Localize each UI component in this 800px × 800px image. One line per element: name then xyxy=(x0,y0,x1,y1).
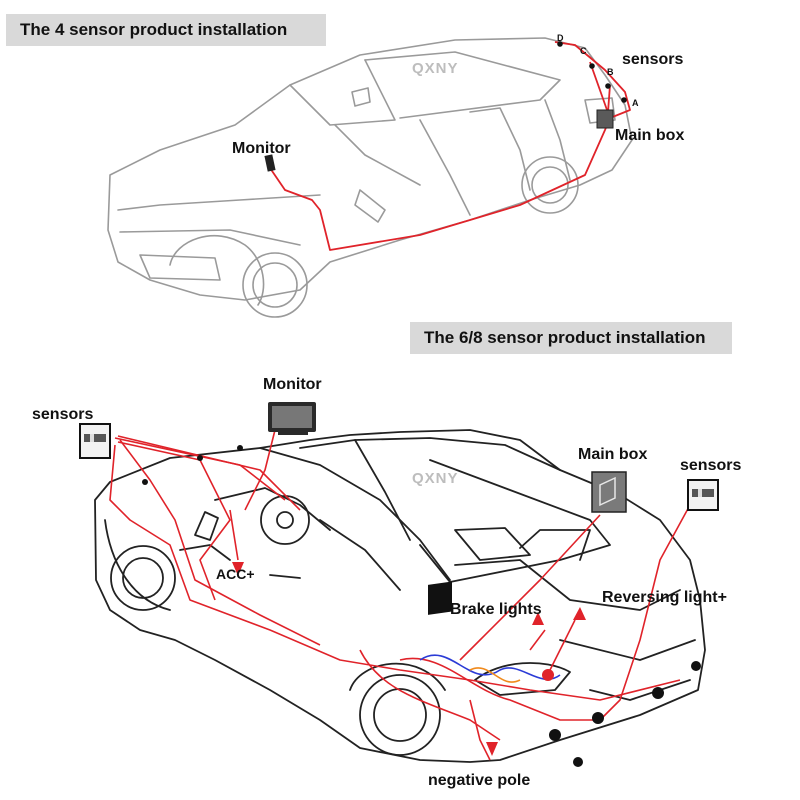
top-monitor-label: Monitor xyxy=(232,140,291,157)
sensor-point-label: D xyxy=(557,33,564,43)
bottom-banner: The 6/8 sensor product installation xyxy=(410,322,732,354)
top-sensors-label: sensors xyxy=(622,51,684,68)
top-banner: The 4 sensor product installation xyxy=(6,14,326,46)
brake-lights-label: Brake lights xyxy=(450,601,542,618)
bottom-banner-text: The 6/8 sensor product installation xyxy=(424,328,706,347)
reversing-light-label: Reversing light+ xyxy=(602,589,727,606)
sensor-point-label: A xyxy=(632,98,639,108)
top-main-box-label: Main box xyxy=(615,127,685,144)
sensor-point-label: B xyxy=(607,67,614,77)
negative-pole-label: negative pole xyxy=(428,772,531,789)
acc-label: ACC+ xyxy=(216,566,255,582)
top-watermark: QXNY xyxy=(412,60,459,77)
bottom-main-box-label: Main box xyxy=(578,446,648,463)
bottom-monitor-label: Monitor xyxy=(263,376,322,393)
bottom-sensors-right-label: sensors xyxy=(680,457,742,474)
bottom-sensors-left-label: sensors xyxy=(32,406,94,423)
top-car-diagram xyxy=(107,37,633,318)
top-banner-text: The 4 sensor product installation xyxy=(20,20,288,39)
bottom-watermark: QXNY xyxy=(412,470,459,487)
sensor-point-label: C xyxy=(580,46,587,56)
